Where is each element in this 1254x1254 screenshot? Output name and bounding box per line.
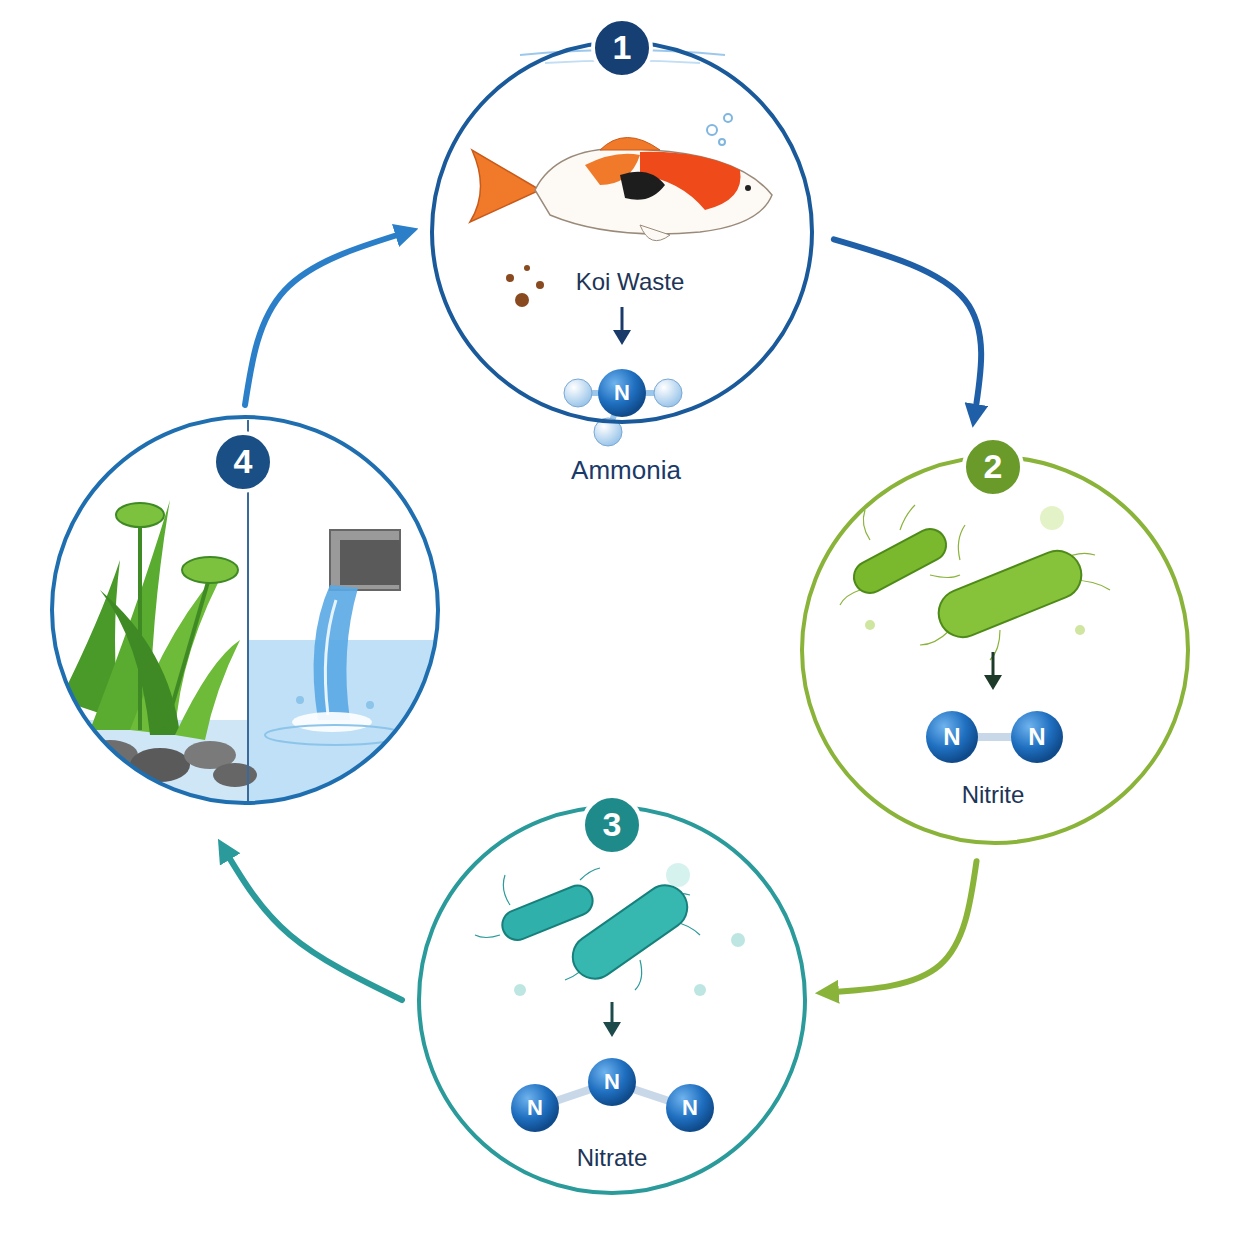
circle-outline [430,40,814,424]
cycle-arrow [245,232,407,405]
nitrosomonas-bacteria [840,505,1110,763]
node-label: Nitrate [577,1145,648,1171]
step-badge [583,796,641,854]
step-number: 1 [613,29,632,66]
stage-ring [419,807,805,1193]
circle-outline [417,805,807,1195]
node-label: N [604,1070,620,1094]
koi-illustration [470,50,772,446]
step-badge [214,433,272,491]
node-label: N [1028,724,1045,750]
stage-ring [52,417,438,803]
node-label: Koi Waste [576,269,684,295]
cycle-arrow [834,239,981,415]
stage-circle: 4 [50,415,440,805]
node-label: N [614,381,630,405]
stage-circle: 3N N N Nitrate [417,805,807,1195]
stage-circle: 2NNNitrite [800,455,1190,845]
step-badge [964,438,1022,496]
node-label: N [943,724,960,750]
node-label: N [527,1096,543,1120]
node-label: N [682,1096,698,1120]
cycle-arrow [224,849,402,1000]
step-number: 4 [234,443,253,480]
nitrobacter-bacteria [475,863,745,1132]
stage-ring [802,457,1188,843]
node-label: Nitrite [962,782,1025,808]
stage-ring [432,42,812,422]
step-number: 2 [984,448,1003,485]
step-badge [593,19,651,77]
stage-circle: 1Koi WasteNAmmonia [430,40,814,424]
node-label: Ammonia [571,456,681,485]
step-number: 3 [603,806,622,843]
cycle-arrow [827,861,977,992]
